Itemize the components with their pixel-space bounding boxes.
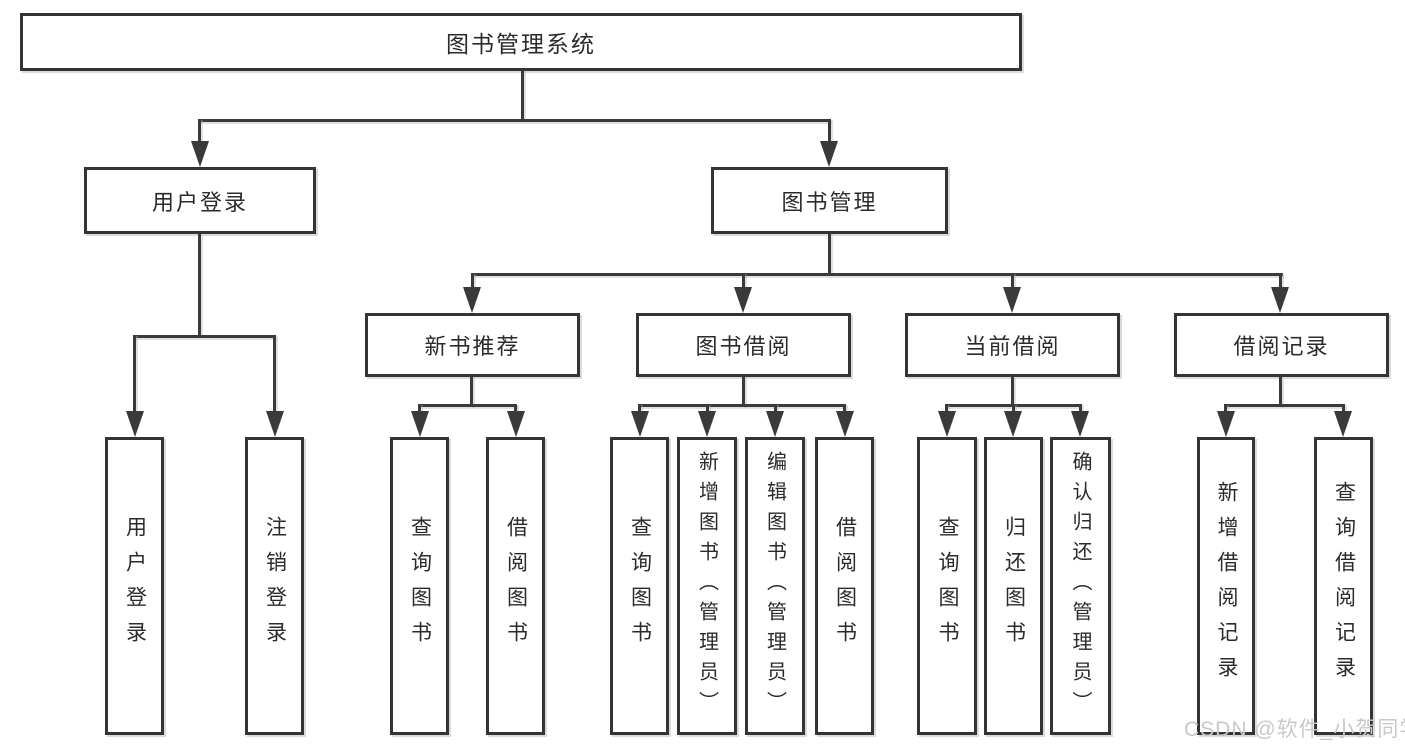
node-logout: 注销登录 — [245, 437, 304, 735]
arrowhead-down-icon — [191, 141, 209, 167]
node-add-book-admin: 新增图书（管理员） — [677, 437, 737, 735]
connector-line — [1012, 404, 1015, 413]
connector-line — [828, 234, 831, 275]
connector-line — [1342, 404, 1345, 413]
node-new-book-recommend: 新书推荐 — [365, 313, 580, 377]
node-borrowing-records: 借阅记录 — [1174, 313, 1389, 377]
node-user-login: 用户登录 — [84, 167, 316, 234]
connector-line — [638, 404, 846, 407]
node-edit-book-admin: 编辑图书（管理员） — [745, 437, 805, 735]
node-query-books-3: 查询图书 — [917, 437, 977, 735]
connector-line — [273, 335, 276, 413]
connector-line — [742, 273, 745, 289]
node-query-borrow-record: 查询借阅记录 — [1314, 437, 1373, 735]
arrowhead-down-icon — [766, 411, 784, 437]
connector-line — [514, 404, 517, 413]
node-return-book: 归还图书 — [984, 437, 1043, 735]
arrowhead-down-icon — [1271, 287, 1289, 313]
arrowhead-down-icon — [507, 411, 525, 437]
connector-line — [198, 234, 201, 337]
arrowhead-down-icon — [1071, 411, 1089, 437]
arrowhead-down-icon — [631, 411, 649, 437]
connector-line — [471, 273, 474, 289]
node-user-login-leaf: 用户登录 — [105, 437, 164, 735]
node-current-borrowing: 当前借阅 — [905, 313, 1120, 377]
connector-line — [828, 119, 831, 145]
csdn-watermark: CSDN @软件_小贺同学 — [1184, 718, 1405, 741]
connector-line — [945, 404, 948, 413]
arrowhead-down-icon — [698, 411, 716, 437]
node-query-books-2: 查询图书 — [610, 437, 669, 735]
connector-line — [418, 404, 517, 407]
arrowhead-down-icon — [734, 287, 752, 313]
arrowhead-down-icon — [463, 287, 481, 313]
connector-line — [1011, 377, 1014, 407]
connector-line — [1224, 404, 1343, 407]
arrowhead-down-icon — [820, 141, 838, 167]
connector-line — [471, 273, 1283, 276]
node-borrow-books-2: 借阅图书 — [815, 437, 874, 735]
connector-line — [1224, 404, 1227, 413]
connector-line — [1011, 273, 1014, 289]
node-add-borrow-record: 新增借阅记录 — [1197, 437, 1255, 735]
connector-line — [521, 70, 524, 121]
node-query-books-1: 查询图书 — [390, 437, 449, 735]
connector-line — [198, 119, 831, 122]
node-book-borrowing: 图书借阅 — [636, 313, 851, 377]
connector-line — [742, 377, 745, 407]
connector-line — [133, 335, 275, 338]
node-confirm-return-admin: 确认归还（管理员） — [1050, 437, 1111, 735]
connector-line — [706, 404, 709, 413]
arrowhead-down-icon — [1003, 287, 1021, 313]
connector-line — [1279, 377, 1282, 407]
node-borrow-books-1: 借阅图书 — [486, 437, 545, 735]
arrowhead-down-icon — [266, 411, 284, 437]
arrowhead-down-icon — [1334, 411, 1352, 437]
connector-line — [418, 404, 421, 413]
connector-line — [774, 404, 777, 413]
connector-line — [638, 404, 641, 413]
arrowhead-down-icon — [938, 411, 956, 437]
arrowhead-down-icon — [836, 411, 854, 437]
arrowhead-down-icon — [1004, 411, 1022, 437]
connector-line — [470, 377, 473, 407]
connector-line — [1279, 273, 1282, 289]
connector-line — [843, 404, 846, 413]
connector-line — [198, 119, 201, 145]
arrowhead-down-icon — [126, 411, 144, 437]
connector-line — [1079, 404, 1082, 413]
arrowhead-down-icon — [411, 411, 429, 437]
node-book-management: 图书管理 — [711, 167, 948, 234]
node-root: 图书管理系统 — [20, 13, 1022, 71]
arrowhead-down-icon — [1217, 411, 1235, 437]
connector-line — [133, 335, 136, 413]
